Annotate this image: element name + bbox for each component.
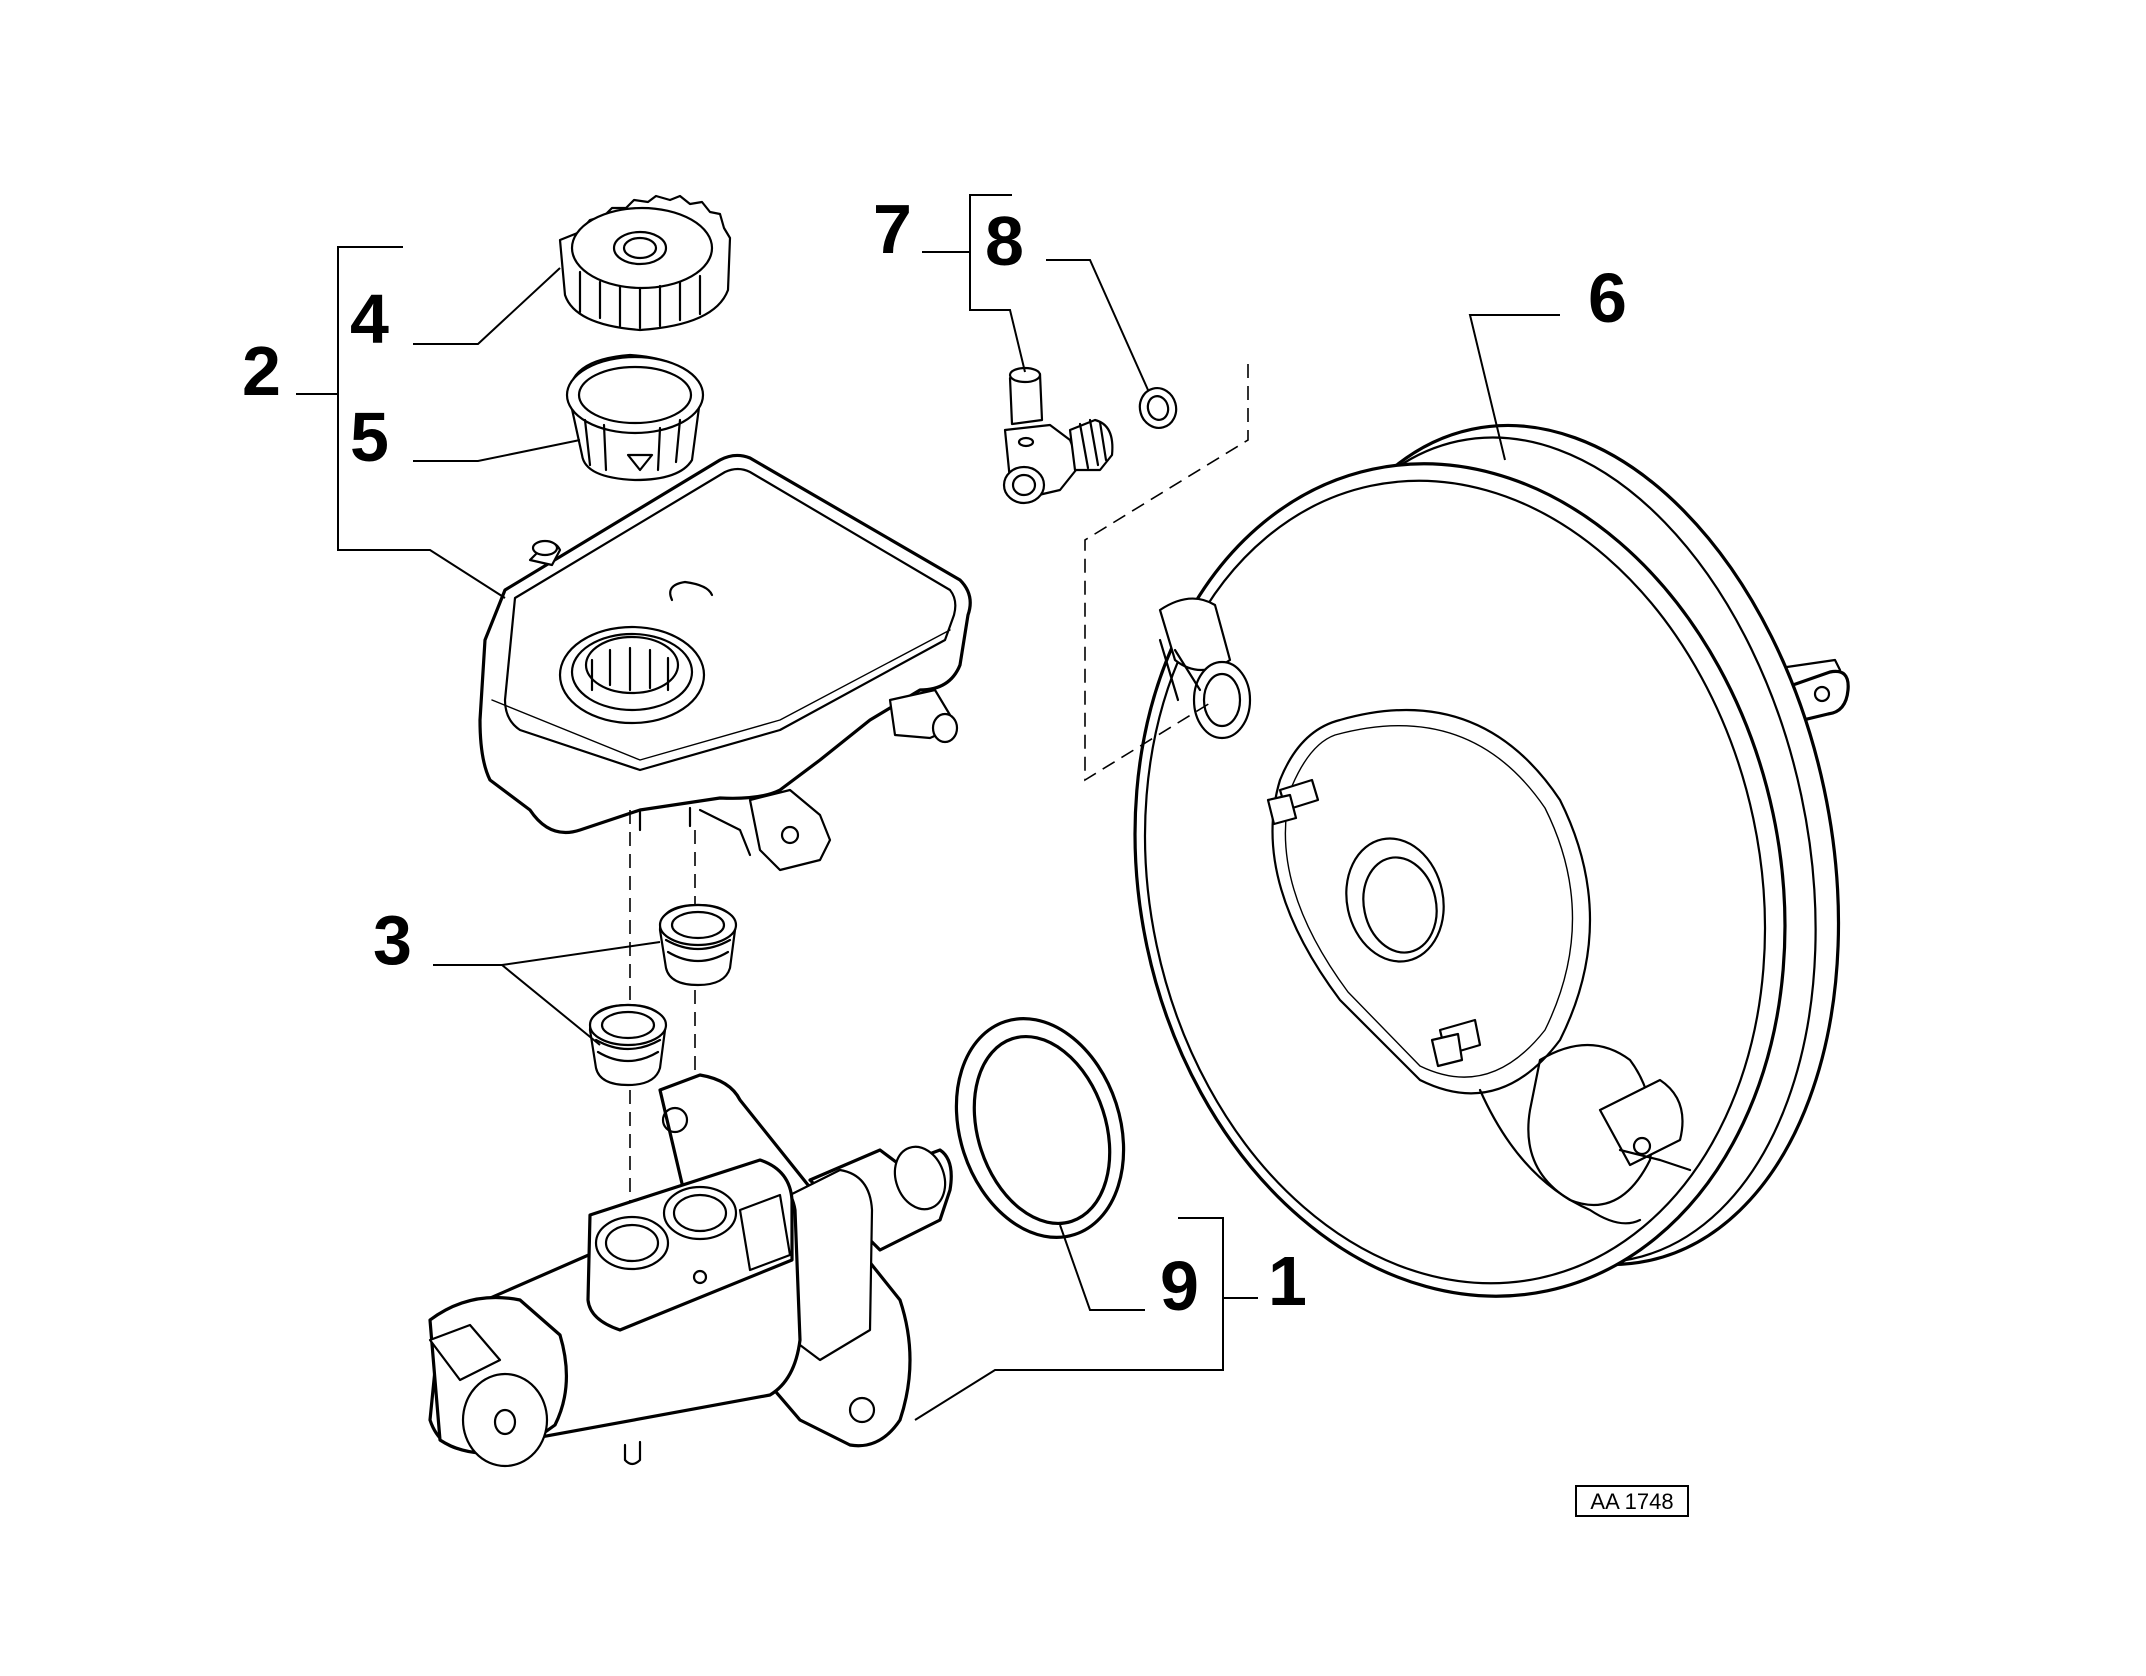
leader-7-bracket bbox=[969, 194, 1026, 373]
leader-6 bbox=[1468, 314, 1560, 461]
leader-lines bbox=[296, 194, 1560, 1421]
o-ring-seal bbox=[954, 1017, 1126, 1239]
callout-labels: 2 4 5 3 7 8 6 9 1 bbox=[242, 190, 1627, 1325]
assembly-guide-8-to-booster bbox=[1084, 364, 1249, 782]
reservoir-seal-lower bbox=[588, 1003, 668, 1087]
reference-code: AA 1748 bbox=[1590, 1489, 1673, 1514]
reservoir-strainer bbox=[565, 353, 705, 482]
brake-booster bbox=[1133, 423, 1850, 1298]
callout-1: 1 bbox=[1268, 1242, 1307, 1320]
callout-4: 4 bbox=[350, 280, 389, 358]
master-cylinder bbox=[428, 1073, 953, 1468]
check-valve-fitting bbox=[1002, 366, 1114, 505]
callout-8: 8 bbox=[985, 202, 1024, 280]
leader-4 bbox=[413, 267, 561, 345]
fluid-reservoir bbox=[478, 453, 972, 872]
leader-3 bbox=[433, 941, 661, 1046]
reservoir-seal-upper bbox=[658, 903, 738, 987]
leader-1-bracket bbox=[914, 1217, 1224, 1421]
reference-code-box: AA 1748 bbox=[1575, 1485, 1689, 1517]
reservoir-cap bbox=[558, 194, 732, 332]
callout-5: 5 bbox=[350, 398, 389, 476]
callout-7: 7 bbox=[873, 190, 912, 268]
callout-3: 3 bbox=[373, 901, 412, 979]
leader-5 bbox=[413, 439, 581, 462]
callout-2: 2 bbox=[242, 332, 281, 410]
callout-9: 9 bbox=[1160, 1247, 1199, 1325]
leader-2-bracket bbox=[337, 246, 506, 599]
leader-8 bbox=[1046, 259, 1149, 391]
leader-9 bbox=[1059, 1224, 1145, 1311]
valve-grommet bbox=[1138, 387, 1178, 429]
callout-6: 6 bbox=[1588, 259, 1627, 337]
